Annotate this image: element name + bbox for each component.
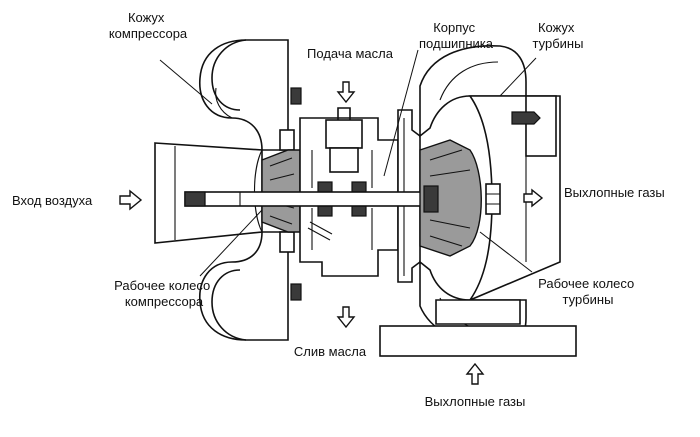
shaft [184,191,436,207]
turbine-housing [379,45,577,357]
compressor-wheel [261,149,301,233]
label-oil-drain: Слив масла [294,344,367,359]
air-inlet-arrow [119,189,143,211]
exhaust-out-arrow [523,188,544,208]
compressor-housing [154,39,302,341]
turbine-wheel [419,139,501,257]
label-compressor-wheel: Рабочее колесо компрессора [114,278,214,309]
leader-lines [159,49,537,277]
oil-supply-arrow [336,81,356,104]
label-oil-supply: Подача масла [307,46,394,61]
oil-drain-arrow [336,306,356,329]
label-exhaust-out: Выхлопные газы [564,185,665,200]
label-turbine-wheel: Рабочее колесо турбины [538,276,638,307]
label-bearing-housing: Корпус подшипника [419,20,494,51]
label-compressor-housing: Кожух компрессора [109,10,188,41]
exhaust-in-arrow [465,362,485,385]
label-air-inlet: Вход воздуха [12,193,93,208]
label-turbine-housing: Кожух турбины [533,20,584,51]
label-exhaust-in: Выхлопные газы [425,394,526,409]
